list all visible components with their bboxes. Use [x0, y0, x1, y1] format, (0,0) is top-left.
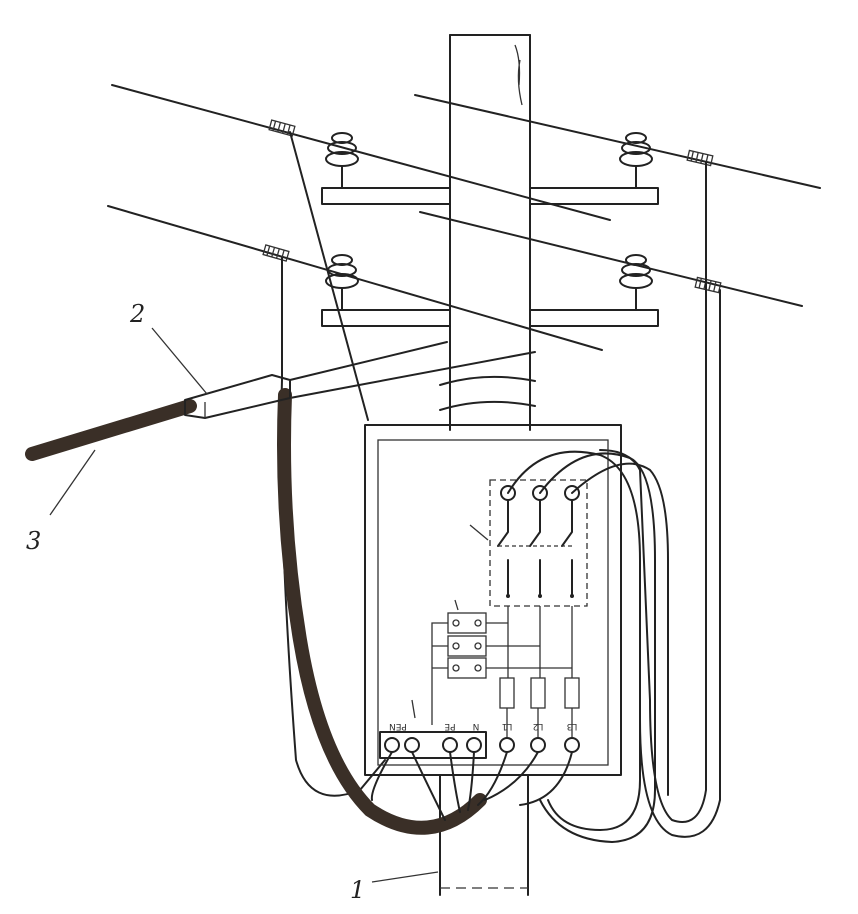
- internal-wires: [370, 751, 573, 821]
- callout-leaders: [49, 327, 439, 883]
- label-n: N: [473, 721, 480, 731]
- fuse-block: [431, 599, 580, 738]
- anchor-clamp: [184, 374, 291, 419]
- overhead-conductors: [107, 84, 821, 351]
- insulators: [325, 132, 653, 311]
- outgoing-loops: [507, 450, 669, 843]
- wooden-pole: [439, 34, 536, 896]
- label-l1: L1: [502, 721, 513, 731]
- circuit-breaker: [469, 479, 588, 607]
- label-pe: PE: [444, 721, 455, 731]
- callout-3: 3: [26, 527, 41, 555]
- label-l3: L3: [567, 721, 578, 731]
- callout-2: 2: [129, 300, 145, 328]
- service-cable: [25, 388, 487, 835]
- crossarms: [321, 187, 659, 327]
- callout-1: 1: [350, 876, 365, 904]
- terminal-labels: PEN PE N L1 L2 L3: [389, 721, 577, 731]
- distribution-box: [364, 424, 622, 776]
- label-pen: PEN: [389, 721, 407, 731]
- label-l2: L2: [533, 721, 544, 731]
- tap-clamps: [262, 119, 722, 294]
- messenger-wire: [289, 341, 536, 399]
